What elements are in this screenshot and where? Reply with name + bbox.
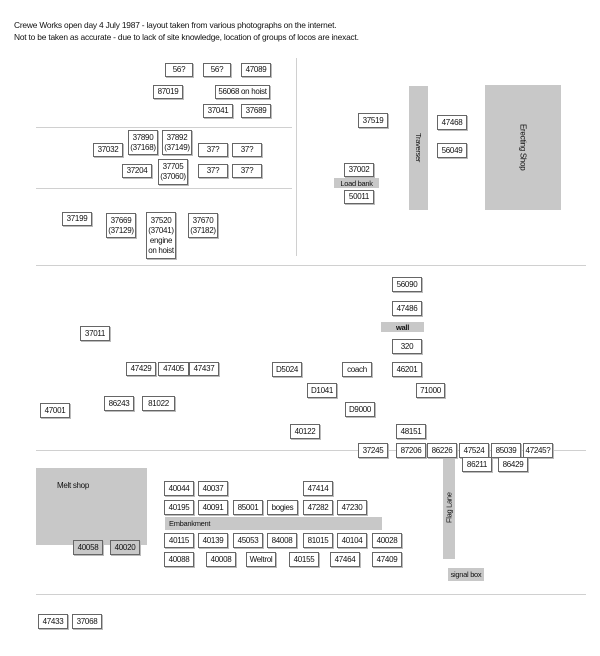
loco-box: 37032 <box>93 143 123 157</box>
diagram-disclaimer: Not to be taken as accurate - due to lac… <box>14 32 359 42</box>
signal-box: signal box <box>448 568 484 581</box>
loco-box: 81015 <box>303 533 333 548</box>
loco-box: 85039 <box>491 443 521 458</box>
loco-box: 86211 <box>462 457 492 472</box>
loco-box: 47464 <box>330 552 360 567</box>
loco-box: 85001 <box>233 500 263 515</box>
loco-box: 47524 <box>459 443 489 458</box>
loco-box: 40088 <box>164 552 194 567</box>
loco-box: 47282 <box>303 500 333 515</box>
loco-box: 56090 <box>392 277 422 292</box>
divider <box>36 188 292 189</box>
loco-box: 84008 <box>267 533 297 548</box>
loco-box: 37? <box>198 164 228 178</box>
loco-box: 37669 (37129) <box>106 213 136 238</box>
erecting-shop: Erecting Shop <box>485 85 561 210</box>
loco-box: 37011 <box>80 326 110 341</box>
loco-box: 37? <box>198 143 228 157</box>
loco-box: 48151 <box>396 424 426 439</box>
loco-box: D1041 <box>307 383 337 398</box>
loco-box: 37002 <box>344 163 374 177</box>
loco-box: 86429 <box>498 457 528 472</box>
divider <box>296 58 297 256</box>
loco-box: 37890 (37168) <box>128 130 158 155</box>
loco-box: 47405 <box>158 362 189 376</box>
loco-box: 47230 <box>337 500 367 515</box>
loco-box: 56068 on hoist <box>215 85 270 99</box>
loco-box: 40195 <box>164 500 194 515</box>
loco-box: 37068 <box>72 614 102 629</box>
flag-lane: Flag Lane <box>443 456 455 559</box>
loco-box: 40104 <box>337 533 367 548</box>
loco-box: 81022 <box>142 396 175 411</box>
loco-box: 56? <box>203 63 231 77</box>
loco-box: 37520 (37041) engine on hoist <box>146 212 176 259</box>
diagram-title: Crewe Works open day 4 July 1987 - layou… <box>14 20 337 30</box>
loco-box: coach <box>342 362 372 377</box>
loco-box: 37245 <box>358 443 388 458</box>
loco-box: 37705 (37060) <box>158 159 188 185</box>
divider <box>36 265 586 266</box>
loco-box: 86243 <box>104 396 134 411</box>
melt-shop: Melt shop <box>36 468 147 545</box>
loco-box: 71000 <box>416 383 445 398</box>
divider <box>36 594 586 595</box>
loco-box: 37? <box>232 164 262 178</box>
loco-box: bogies <box>267 500 298 515</box>
loco-box: 37892 (37149) <box>162 130 192 155</box>
loco-box: 56? <box>165 63 193 77</box>
loco-box: 47486 <box>392 301 422 316</box>
loco-box: 37? <box>232 143 262 157</box>
wall: wall <box>381 322 424 332</box>
loco-box: 40091 <box>198 500 228 515</box>
loco-box: 45053 <box>233 533 263 548</box>
loco-box: 50011 <box>344 190 374 204</box>
loco-box: 47245? <box>523 443 553 458</box>
loco-box: 40020 <box>110 540 140 555</box>
loco-box: 47433 <box>38 614 68 629</box>
loco-box: 46201 <box>392 362 422 377</box>
loco-box: 40028 <box>372 533 402 548</box>
loco-box: 47409 <box>372 552 402 567</box>
embankment: Embankment <box>165 517 382 530</box>
loco-box: 86226 <box>427 443 457 458</box>
loco-box: 37519 <box>358 113 388 128</box>
loco-box: 87206 <box>396 443 426 458</box>
loco-box: 47414 <box>303 481 333 496</box>
loco-box: 37199 <box>62 212 92 226</box>
loco-box: 47437 <box>189 362 219 376</box>
loco-box: 47001 <box>40 403 70 418</box>
loco-box: D5024 <box>272 362 302 377</box>
loco-box: 40155 <box>289 552 319 567</box>
load-bank: Load bank <box>334 178 379 188</box>
loco-box: 37204 <box>122 164 152 178</box>
loco-box: 37670 (37182) <box>188 213 218 238</box>
loco-box: 37689 <box>241 104 271 118</box>
divider <box>36 127 292 128</box>
loco-box: 87019 <box>153 85 183 99</box>
loco-box: 47429 <box>126 362 156 376</box>
loco-box: 40008 <box>206 552 236 567</box>
loco-box: 37041 <box>203 104 233 118</box>
loco-box: 40115 <box>164 533 194 548</box>
loco-box: 320 <box>392 339 422 354</box>
traverser: Traverser <box>409 86 428 210</box>
loco-box: D9000 <box>345 402 375 417</box>
loco-box: Weltrol <box>246 552 276 567</box>
divider <box>36 450 586 451</box>
loco-box: 40058 <box>73 540 103 555</box>
loco-box: 40122 <box>290 424 320 439</box>
loco-box: 47089 <box>241 63 271 77</box>
loco-box: 40139 <box>198 533 228 548</box>
loco-box: 56049 <box>437 143 467 158</box>
loco-box: 40037 <box>198 481 228 496</box>
loco-box: 40044 <box>164 481 194 496</box>
loco-box: 47468 <box>437 115 467 130</box>
